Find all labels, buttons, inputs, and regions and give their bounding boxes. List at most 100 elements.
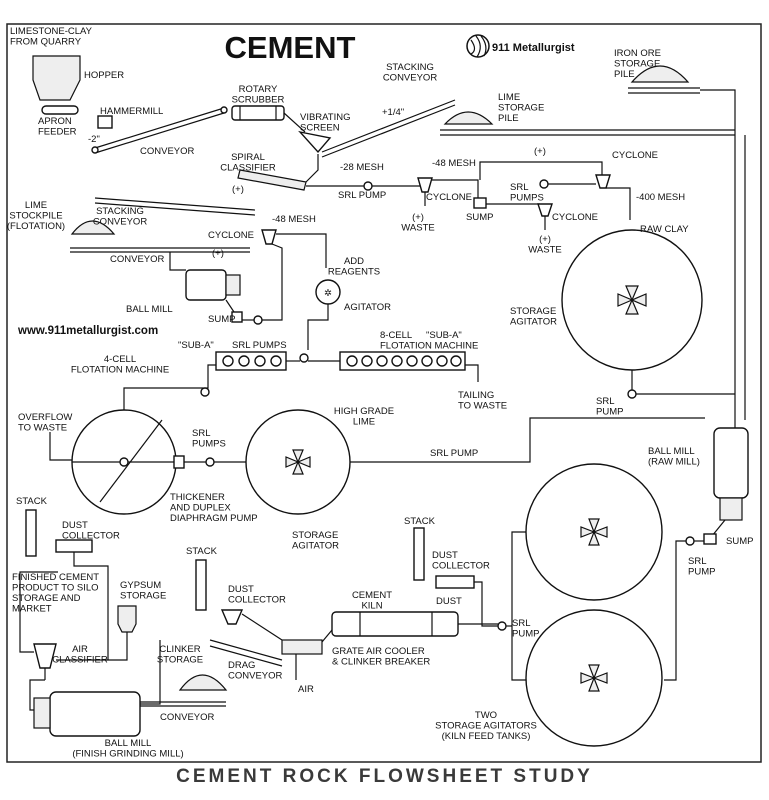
- iron-ore-storage-pile: [630, 65, 690, 83]
- label-ball-mill-raw: BALL MILL(RAW MILL): [648, 446, 700, 468]
- label-ball-mill-1: BALL MILL: [126, 304, 173, 315]
- label-cyclone-c: CYCLONE: [552, 212, 598, 223]
- stacking-conveyor-mid: [94, 197, 256, 211]
- srl-pumps-b: [299, 353, 309, 363]
- svg-text:✲: ✲: [324, 288, 332, 299]
- stack-1: [25, 509, 37, 557]
- cyclone-d: [261, 229, 277, 245]
- lime-storage-pile: [443, 111, 494, 125]
- srl-pumps-a: [539, 179, 549, 189]
- label-hopper: HOPPER: [84, 70, 124, 81]
- label-dust: DUST: [436, 596, 462, 607]
- label-cyclone-b: CYCLONE: [612, 150, 658, 161]
- brand-logo-stripes: [470, 35, 487, 58]
- gypsum-storage: [117, 605, 137, 633]
- cyclone-c: [537, 203, 553, 217]
- agitator-impeller-icon: [285, 449, 311, 475]
- cyclone-b: [595, 174, 611, 189]
- label-stack-3: STACK: [404, 516, 436, 527]
- label-srl-pumps-b: SRL PUMPS: [232, 340, 287, 351]
- label-srl-pump-c: SRL PUMP: [430, 448, 478, 459]
- label-cyclone-d: CYCLONE: [208, 230, 254, 241]
- label-quarter-inch: +1/4": [382, 107, 404, 118]
- title-box: [212, 28, 370, 64]
- dust-collector-3: [435, 575, 475, 589]
- stacking-conveyor-top: [321, 99, 456, 153]
- label-plus-1: (+): [232, 184, 244, 195]
- label-stack-2: STACK: [186, 546, 218, 557]
- label-sump-c: SUMP: [726, 536, 753, 547]
- label-hammermill: HAMMERMILL: [100, 106, 163, 117]
- hopper: [32, 55, 81, 101]
- srl-pump-a: [363, 181, 373, 191]
- label-minus48-b: -48 MESH: [272, 214, 316, 225]
- dust-collector-2: [220, 609, 244, 625]
- label-conveyor1: CONVEYOR: [140, 146, 195, 157]
- label-minus28: -28 MESH: [340, 162, 384, 173]
- ball-mill-finish: [49, 691, 141, 737]
- flowsheet-caption: CEMENT ROCK FLOWSHEET STUDY: [176, 766, 593, 787]
- apron-feeder: [41, 105, 79, 115]
- lime-stockpile-flotation: [70, 220, 116, 235]
- srl-pump-e: [685, 536, 695, 546]
- label-grate-cooler: GRATE AIR COOLER& CLINKER BREAKER: [332, 646, 430, 668]
- brand-name: 911 Metallurgist: [492, 42, 575, 54]
- diagram-title: CEMENT: [225, 30, 356, 65]
- ball-mill-1: [185, 269, 227, 301]
- label-waste-a: (+)WASTE: [401, 212, 434, 234]
- ball-mill-raw: [713, 427, 749, 499]
- label-ball-mill-finish: BALL MILL(FINISH GRINDING MILL): [72, 738, 183, 760]
- label-minus2: -2": [88, 134, 100, 145]
- label-srl-pump-a: SRL PUMP: [338, 190, 386, 201]
- cement-kiln: [331, 611, 459, 637]
- label-stack-1: STACK: [16, 496, 48, 507]
- label-agitator: AGITATOR: [344, 302, 391, 313]
- website-url: www.911metallurgist.com: [17, 325, 158, 337]
- agitator-impeller-icon: [580, 664, 608, 692]
- grate-air-cooler: [281, 639, 323, 655]
- clinker-storage-pile: [178, 674, 228, 691]
- conveyor-1: [94, 107, 225, 149]
- srl-pump-b: [627, 389, 637, 399]
- label-sump-a: SUMP: [466, 212, 493, 223]
- stack-2: [195, 559, 207, 611]
- sump-a: [473, 197, 487, 209]
- sump-b: [231, 311, 243, 323]
- label-plus-2: (+): [534, 146, 546, 157]
- drag-conveyor: [209, 639, 283, 661]
- label-minus400: -400 MESH: [636, 192, 685, 203]
